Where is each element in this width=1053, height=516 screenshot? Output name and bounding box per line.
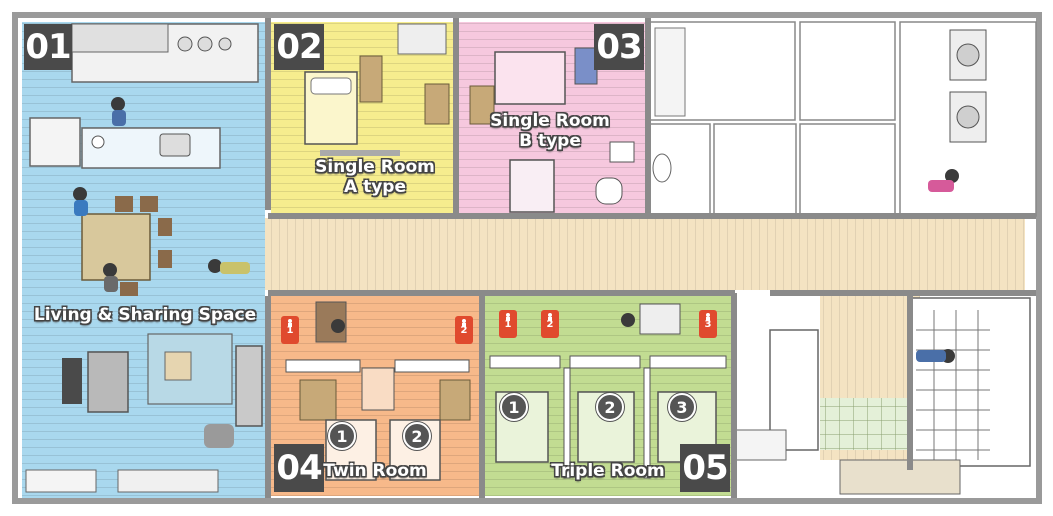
kitchen-island (81, 127, 221, 169)
single-b-shower (509, 159, 555, 213)
room-number-02: 02 (274, 24, 324, 70)
armchair-row (235, 345, 263, 427)
key-tag-icon: 1 (498, 310, 518, 338)
interior-walls (265, 18, 1036, 498)
room-number-03: 03 (594, 24, 644, 70)
locker-grid (916, 310, 990, 460)
room-label-single-a-line1: Single Room (315, 157, 435, 177)
room-label-triple: Triple Room (551, 461, 665, 481)
single-a-desk (359, 55, 383, 103)
room-label-single-a-line2: A type (344, 176, 406, 197)
key-tag-triple-1: 1 (504, 319, 512, 330)
room-label-living: Living & Sharing Space (33, 305, 257, 325)
coffee-table (164, 351, 192, 381)
shower-1 (713, 123, 797, 217)
twin-partition-2 (394, 359, 470, 373)
key-tag-icon: 1 (280, 316, 300, 344)
cooktop (29, 117, 81, 167)
room-number-05: 05 (680, 444, 730, 492)
key-tag-icon: 2 (540, 310, 560, 338)
room-number-01: 01 (24, 24, 72, 70)
key-tag-twin-2: 2 (460, 325, 468, 336)
room-label-single-b: Single Room B type (475, 111, 625, 151)
room-label-single-b-line2: B type (519, 130, 581, 151)
window-bench (117, 469, 219, 493)
triple-bed-number-2: 2 (596, 393, 624, 421)
key-tag-triple-2: 2 (546, 319, 554, 330)
shower-2 (799, 123, 896, 217)
room-label-single-b-line1: Single Room (490, 111, 610, 131)
key-tag-triple-3: 3 (704, 319, 712, 330)
tiled-wall (820, 398, 912, 450)
key-tag-icon: 3 (698, 310, 718, 338)
sofa (87, 351, 129, 413)
room-label-twin: Twin Room (323, 461, 427, 481)
tv (62, 358, 82, 404)
key-tag-icon: 2 (454, 316, 474, 344)
triple-bed-number-3: 3 (668, 393, 696, 421)
room-label-single-a: Single Room A type (300, 157, 450, 197)
shoe-lockers (911, 297, 1031, 467)
key-tag-twin-1: 1 (286, 325, 294, 336)
triple-bed-number-1: 1 (500, 393, 528, 421)
twin-bed-number-1: 1 (328, 422, 356, 450)
twin-bed-number-2: 2 (403, 422, 431, 450)
bath-2 (799, 21, 896, 121)
single-b-bed (494, 51, 566, 105)
twin-partition-1 (285, 359, 361, 373)
wash-basin (735, 429, 787, 461)
room-number-04: 04 (274, 444, 324, 492)
entrance-step (839, 459, 961, 495)
